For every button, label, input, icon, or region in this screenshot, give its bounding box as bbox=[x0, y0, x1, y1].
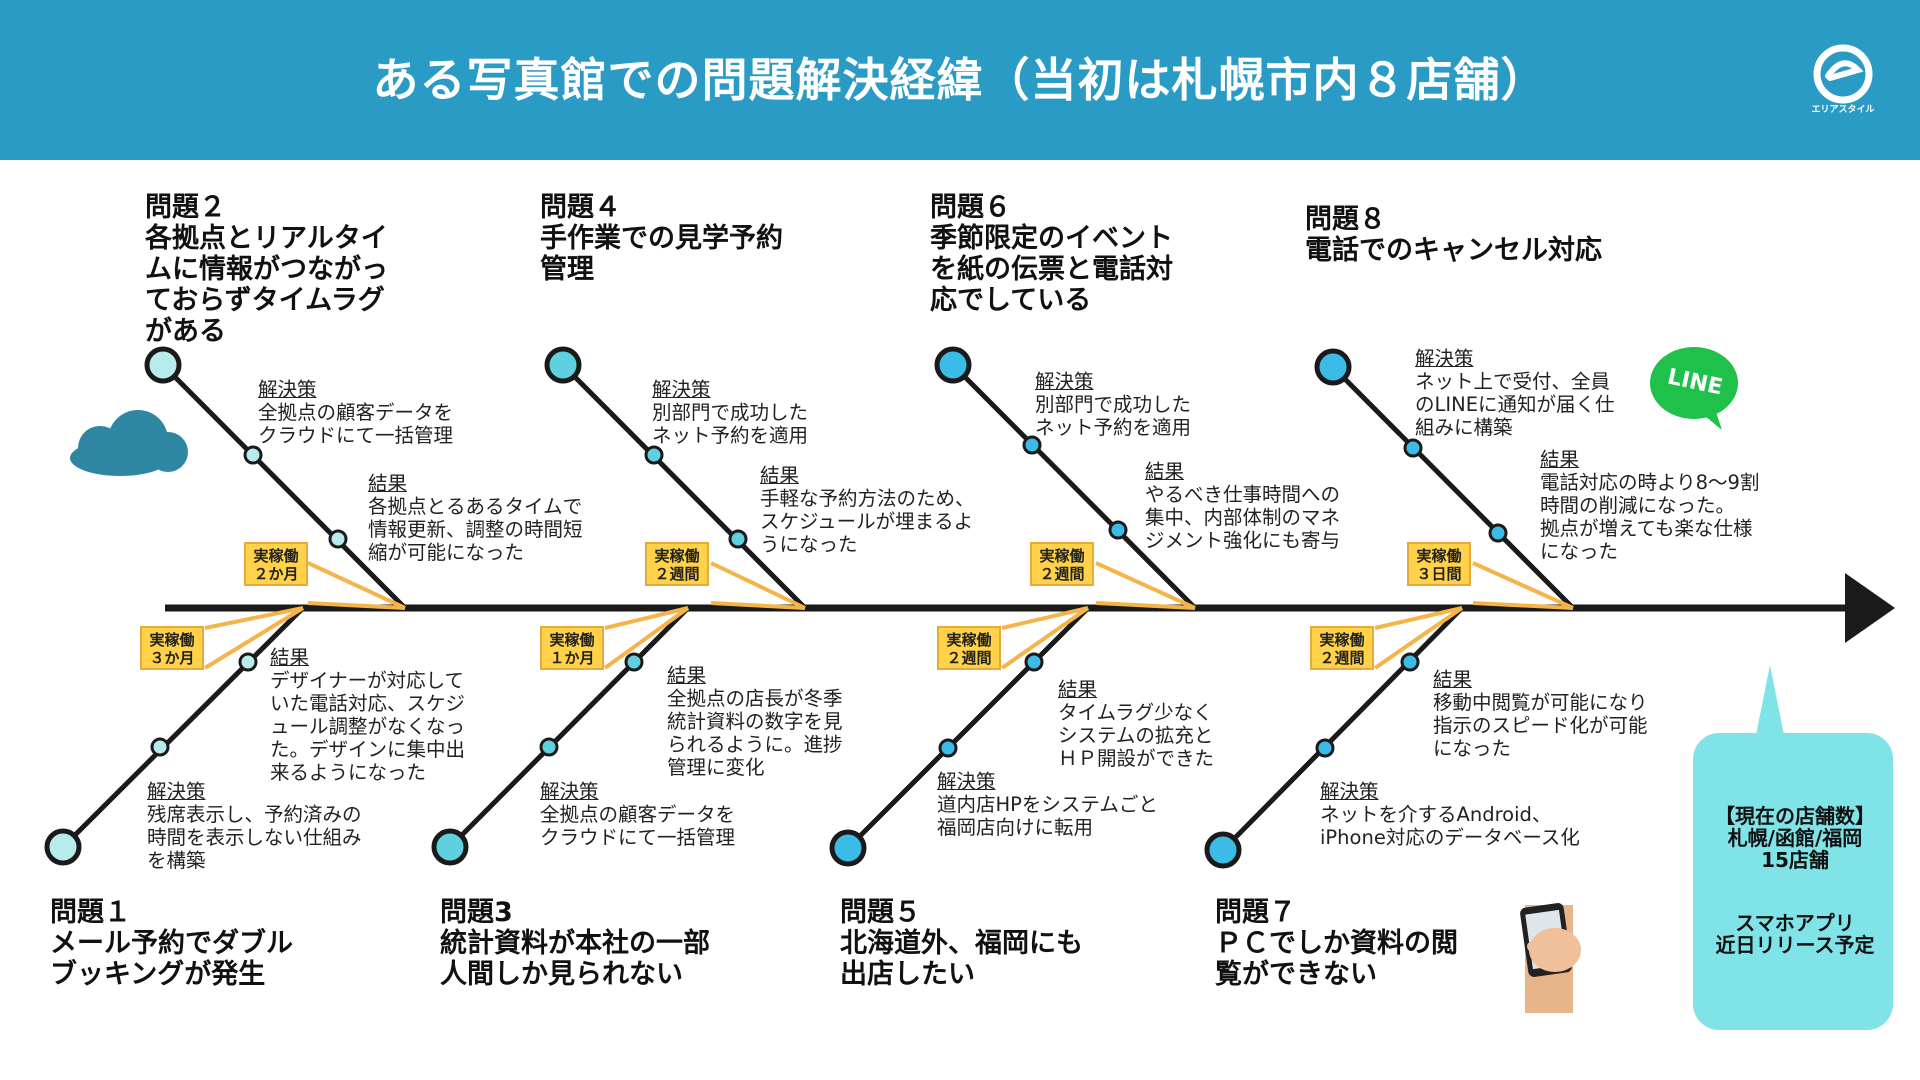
app-release-text: スマホアプリ 近日リリース予定 bbox=[1715, 911, 1875, 957]
problem-2-title: 問題２ 各拠点とリアルタイ ムに情報がつながっ ておらずタイムラグ がある bbox=[145, 192, 388, 347]
problem-3-result: 結果 全拠点の店長が冬季 統計資料の数字を見 られるように。進捗 管理に変化 bbox=[667, 664, 843, 779]
bone-problem-2 bbox=[161, 363, 407, 610]
solution-heading: 解決策 bbox=[147, 780, 206, 803]
bone-problem-7 bbox=[1221, 606, 1464, 852]
info-box bbox=[1693, 733, 1893, 1030]
bone-problem-1 bbox=[61, 606, 305, 849]
duration-badge-6: 実稼働 ２週間 bbox=[1030, 542, 1094, 586]
duration-badge-8: 実稼働 ３日間 bbox=[1407, 542, 1471, 586]
solution-heading: 解決策 bbox=[1320, 780, 1379, 803]
problem-1-title: 問題１ メール予約でダブル ブッキングが発生 bbox=[50, 897, 293, 990]
solution-text: 全拠点の顧客データを クラウドにて一括管理 bbox=[258, 401, 454, 447]
info-box-pointer bbox=[1755, 665, 1785, 740]
problem-2-solution: 解決策 全拠点の顧客データを クラウドにて一括管理 bbox=[258, 378, 453, 447]
solution-text: 道内店HPをシステムごと 福岡店向けに転用 bbox=[937, 793, 1158, 839]
result-heading: 結果 bbox=[1540, 448, 1580, 471]
problem-6-title: 問題６ 季節限定のイベント を紙の伝票と電話対 応でしている bbox=[930, 192, 1173, 316]
problem-8-result: 結果 電話対応の時より8〜9割 時間の削減になった。 拠点が増えても楽な仕様 に… bbox=[1540, 448, 1759, 563]
result-text: 全拠点の店長が冬季 統計資料の数字を見 られるように。進捗 管理に変化 bbox=[667, 687, 843, 779]
store-count-text: 【現在の店舗数】 札幌/函館/福岡 15店舗 bbox=[1715, 804, 1875, 872]
bone-problem-5 bbox=[846, 606, 1090, 850]
problem-3-solution: 解決策 全拠点の顧客データを クラウドにて一括管理 bbox=[540, 780, 735, 849]
problem-1-result: 結果 デザイナーが対応して いた電話対応、スケジ ュール調整がなくなっ た。デザ… bbox=[270, 646, 465, 784]
solution-heading: 解決策 bbox=[540, 780, 599, 803]
result-text: タイムラグ少なく システムの拡充と ＨＰ開設ができた bbox=[1058, 701, 1215, 770]
badge-connectors bbox=[203, 561, 1574, 670]
bone-problem-4 bbox=[561, 363, 807, 610]
problem-4-result: 結果 手軽な予約方法のため、 スケジュールが埋まるよ うになった bbox=[760, 464, 975, 556]
bone-problem-6 bbox=[951, 363, 1197, 610]
solution-heading: 解決策 bbox=[258, 378, 317, 401]
result-text: 各拠点とるあるタイムで 情報更新、調整の時間短 縮が可能になった bbox=[368, 495, 583, 564]
duration-badge-5: 実稼働 ２週間 bbox=[937, 626, 1001, 670]
solution-heading: 解決策 bbox=[937, 770, 996, 793]
result-heading: 結果 bbox=[1433, 668, 1473, 691]
solution-heading: 解決策 bbox=[1035, 370, 1094, 393]
result-text: やるべき仕事時間への 集中、内部体制のマネ ジメント強化にも寄与 bbox=[1145, 483, 1341, 552]
problem-6-solution: 解決策 別部門で成功した ネット予約を適用 bbox=[1035, 370, 1191, 439]
problem-5-result: 結果 タイムラグ少なく システムの拡充と ＨＰ開設ができた bbox=[1058, 678, 1214, 770]
problem-8-title: 問題８ 電話でのキャンセル対応 bbox=[1305, 204, 1602, 266]
solution-text: 別部門で成功した ネット予約を適用 bbox=[652, 401, 809, 447]
duration-badge-7: 実稼働 ２週間 bbox=[1310, 626, 1374, 670]
header-bar: ある写真館での問題解決経緯（当初は札幌市内８店舗） bbox=[0, 0, 1920, 160]
cloud-icon bbox=[70, 410, 188, 476]
problem-8-solution: 解決策 ネット上で受付、全員 のLINEに通知が届く仕 組みに構築 bbox=[1415, 347, 1615, 439]
solution-heading: 解決策 bbox=[652, 378, 711, 401]
result-text: 移動中閲覧が可能になり 指示のスピード化が可能 になった bbox=[1433, 691, 1648, 760]
solution-text: 別部門で成功した ネット予約を適用 bbox=[1035, 393, 1192, 439]
solution-heading: 解決策 bbox=[1415, 347, 1474, 370]
line-app-icon bbox=[1650, 347, 1738, 430]
logo-text: エリアスタイル bbox=[1811, 105, 1875, 115]
problem-7-solution: 解決策 ネットを介するAndroid、 iPhone対応のデータベース化 bbox=[1320, 780, 1580, 849]
problem-5-solution: 解決策 道内店HPをシステムごと 福岡店向けに転用 bbox=[937, 770, 1158, 839]
problem-6-result: 結果 やるべき仕事時間への 集中、内部体制のマネ ジメント強化にも寄与 bbox=[1145, 460, 1340, 552]
solution-text: ネット上で受付、全員 のLINEに通知が届く仕 組みに構築 bbox=[1415, 370, 1615, 439]
page-title: ある写真館での問題解決経緯（当初は札幌市内８店舗） bbox=[372, 53, 1548, 107]
problem-5-title: 問題５ 北海道外、福岡にも 出店したい bbox=[840, 897, 1083, 990]
solution-text: 残席表示し、予約済みの 時間を表示しない仕組み を構築 bbox=[147, 803, 362, 872]
spine-arrowhead bbox=[1845, 573, 1895, 643]
duration-badge-2: 実稼働 ２か月 bbox=[244, 542, 308, 586]
solution-text: ネットを介するAndroid、 iPhone対応のデータベース化 bbox=[1320, 803, 1580, 849]
duration-badge-1: 実稼働 ３か月 bbox=[140, 626, 204, 670]
result-heading: 結果 bbox=[667, 664, 707, 687]
problem-nodes bbox=[44, 346, 1352, 869]
result-text: 手軽な予約方法のため、 スケジュールが埋まるよ うになった bbox=[760, 487, 975, 556]
bone-problem-8 bbox=[1331, 365, 1575, 610]
result-heading: 結果 bbox=[1058, 678, 1098, 701]
hand-phone-icon bbox=[1520, 903, 1581, 1013]
problem-7-result: 結果 移動中閲覧が可能になり 指示のスピード化が可能 になった bbox=[1433, 668, 1648, 760]
step-nodes bbox=[150, 435, 1508, 758]
result-text: 電話対応の時より8〜9割 時間の削減になった。 拠点が増えても楽な仕様 になった bbox=[1540, 471, 1760, 563]
result-heading: 結果 bbox=[760, 464, 800, 487]
problem-1-solution: 解決策 残席表示し、予約済みの 時間を表示しない仕組み を構築 bbox=[147, 780, 362, 872]
bone-problem-3 bbox=[448, 606, 690, 849]
problem-2-result: 結果 各拠点とるあるタイムで 情報更新、調整の時間短 縮が可能になった bbox=[368, 472, 583, 564]
duration-badge-4: 実稼働 ２週間 bbox=[645, 542, 709, 586]
problem-3-title: 問題3 統計資料が本社の一部 人間しか見られない bbox=[440, 897, 710, 990]
problem-4-title: 問題４ 手作業での見学予約 管理 bbox=[540, 192, 783, 285]
problem-7-title: 問題７ ＰＣでしか資料の閲 覧ができない bbox=[1215, 897, 1458, 990]
result-heading: 結果 bbox=[1145, 460, 1185, 483]
duration-badge-3: 実稼働 １か月 bbox=[540, 626, 604, 670]
solution-text: 全拠点の顧客データを クラウドにて一括管理 bbox=[540, 803, 736, 849]
result-heading: 結果 bbox=[270, 646, 310, 669]
result-text: デザイナーが対応して いた電話対応、スケジ ュール調整がなくなっ た。デザインに… bbox=[270, 669, 466, 784]
result-heading: 結果 bbox=[368, 472, 408, 495]
problem-4-solution: 解決策 別部門で成功した ネット予約を適用 bbox=[652, 378, 808, 447]
logo-icon bbox=[1813, 44, 1873, 104]
